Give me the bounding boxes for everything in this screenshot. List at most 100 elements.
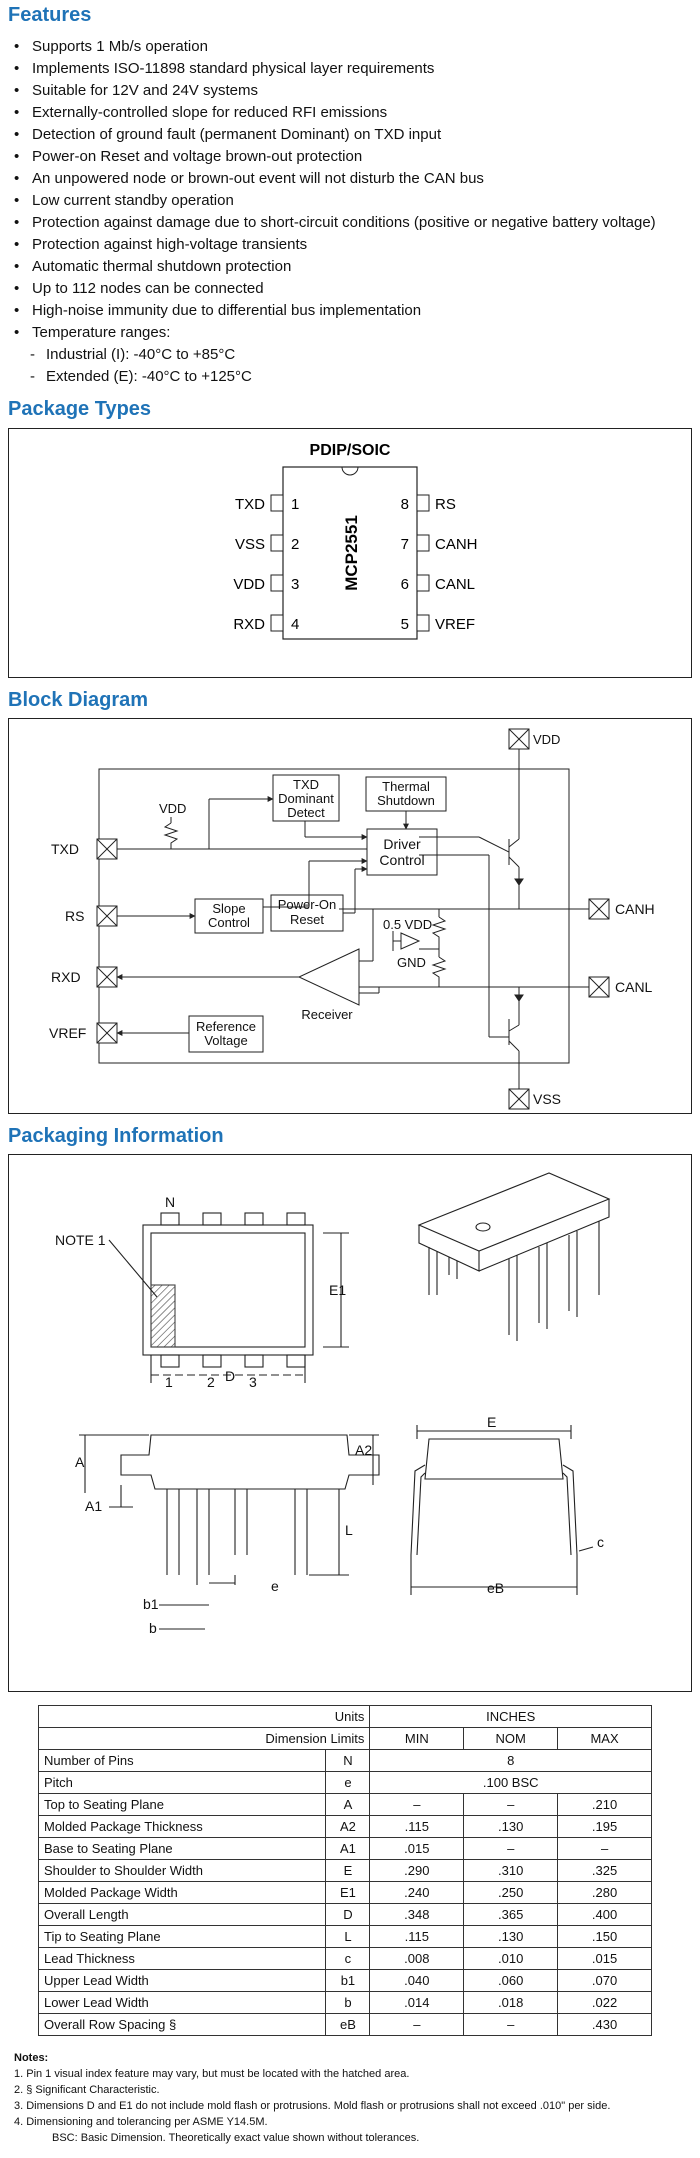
driver-control-label: Driver <box>383 836 421 852</box>
dim-symbol: e <box>325 1771 371 1794</box>
dim-max: .015 <box>557 1947 652 1970</box>
package-types-panel: PDIP/SOIC MCP2551 TXD VSS VDD RXD 1 2 3 … <box>8 428 692 678</box>
feature-item: Automatic thermal shutdown protection <box>14 256 694 278</box>
dim-symbol: A2 <box>325 1815 371 1838</box>
package-types-heading: Package Types <box>8 398 152 420</box>
dim-label-a1: A1 <box>85 1498 102 1514</box>
dim-value: .100 BSC <box>369 1771 652 1794</box>
note-item: 3. Dimensions D and E1 do not include mo… <box>14 2100 611 2112</box>
col-header-min: MIN <box>369 1727 465 1750</box>
table-row: Units INCHES <box>37 1705 652 1728</box>
thermal-shutdown-label: Shutdown <box>377 793 435 808</box>
dim-min: – <box>369 1793 465 1816</box>
txd-dominant-label: Detect <box>287 805 325 820</box>
dim-nom: .365 <box>463 1903 559 1926</box>
dim-label-l: L <box>345 1522 353 1538</box>
dim-label-d: D <box>225 1368 235 1384</box>
dim-symbol: N <box>325 1749 371 1772</box>
dim-label-a2: A2 <box>355 1442 372 1458</box>
pin-name: RS <box>435 496 456 513</box>
txd-dominant-label: Dominant <box>278 791 334 806</box>
pin-2-label: 2 <box>207 1374 215 1390</box>
dim-max: – <box>557 1837 652 1860</box>
dim-symbol: b1 <box>325 1969 371 1992</box>
block-diagram: VDD VDD TXD RS RXD VREF CANH CANL VSS TX… <box>49 728 655 1110</box>
dim-nom: .310 <box>463 1859 559 1882</box>
dim-min: .348 <box>369 1903 465 1926</box>
table-row: Upper Lead Width b1 .040 .060 .070 <box>37 1969 652 1992</box>
chip-body <box>282 466 418 640</box>
rxd-pin-box <box>96 966 118 988</box>
dim-max: .325 <box>557 1859 652 1882</box>
table-row: Pitch e .100 BSC <box>37 1771 652 1794</box>
pin-name: RXD <box>233 616 265 633</box>
feature-item: Supports 1 Mb/s operation <box>14 36 694 58</box>
slope-control-label: Slope <box>212 901 245 916</box>
pin-name: TXD <box>235 496 265 513</box>
rxd-label: RXD <box>51 969 81 985</box>
dim-nom: .060 <box>463 1969 559 1992</box>
feature-item: Power-on Reset and voltage brown-out pro… <box>14 146 694 168</box>
dim-max: .022 <box>557 1991 652 2014</box>
dim-nom: – <box>463 1837 559 1860</box>
dim-min: .040 <box>369 1969 465 1992</box>
table-row: Lead Thickness c .008 .010 .015 <box>37 1947 652 1970</box>
feature-item: An unpowered node or brown-out event wil… <box>14 168 694 190</box>
pin-number: 2 <box>291 536 299 553</box>
canl-pin-box <box>588 976 610 998</box>
dim-symbol: eB <box>325 2013 371 2036</box>
dim-nom: – <box>463 1793 559 1816</box>
feature-item: Low current standby operation <box>14 190 694 212</box>
notes-title: Notes: <box>14 2052 49 2064</box>
vdd-inner-label: VDD <box>159 801 186 816</box>
rs-pin-box <box>96 905 118 927</box>
top-view-body <box>142 1224 314 1356</box>
dim-max: .210 <box>557 1793 652 1816</box>
slope-control-label: Control <box>208 915 250 930</box>
dim-label-b: b <box>149 1620 157 1636</box>
receiver-label: Receiver <box>301 1007 353 1022</box>
pin-1-label: 1 <box>165 1374 173 1390</box>
table-row: Tip to Seating Plane L .115 .130 .150 <box>37 1925 652 1948</box>
dim-nom: .010 <box>463 1947 559 1970</box>
pin-name: CANL <box>435 576 475 593</box>
feature-subitem: Industrial (I): -40°C to +85°C <box>14 344 694 366</box>
dim-name: Base to Seating Plane <box>37 1837 327 1860</box>
package-outline-drawing: N NOTE 1 E1 1 2 3 D E A A2 A1 L e b1 b c… <box>55 1172 611 1636</box>
pin-number: 3 <box>291 576 299 593</box>
canh-label: CANH <box>615 901 655 917</box>
packaging-heading: Packaging Information <box>8 1125 224 1147</box>
feature-item: Implements ISO-11898 standard physical l… <box>14 58 694 80</box>
block-diagram-panel: VDD VDD TXD RS RXD VREF CANH CANL VSS TX… <box>8 718 692 1114</box>
dim-symbol: L <box>325 1925 371 1948</box>
block-diagram-heading: Block Diagram <box>8 689 149 711</box>
pin-number: 7 <box>401 536 409 553</box>
reference-voltage-label: Reference <box>196 1019 256 1034</box>
dim-max: .195 <box>557 1815 652 1838</box>
end-view-body <box>424 1438 564 1480</box>
table-row: Molded Package Thickness A2 .115 .130 .1… <box>37 1815 652 1838</box>
pin-number: 4 <box>291 616 299 633</box>
dim-min: .014 <box>369 1991 465 2014</box>
feature-item: Externally-controlled slope for reduced … <box>14 102 694 124</box>
pin-3-label: 3 <box>249 1374 257 1390</box>
dim-nom: .130 <box>463 1815 559 1838</box>
feature-item: Up to 112 nodes can be connected <box>14 278 694 300</box>
vss-label: VSS <box>533 1091 561 1107</box>
dim-max: .070 <box>557 1969 652 1992</box>
dim-name: Shoulder to Shoulder Width <box>37 1859 327 1882</box>
dim-name: Pitch <box>37 1771 327 1794</box>
chip-label: MCP2551 <box>342 515 361 591</box>
dim-min: .015 <box>369 1837 465 1860</box>
table-row: Overall Length D .348 .365 .400 <box>37 1903 652 1926</box>
dim-symbol: E1 <box>325 1881 371 1904</box>
note1-label: NOTE 1 <box>55 1232 106 1248</box>
pinout-diagram: PDIP/SOIC MCP2551 TXD VSS VDD RXD 1 2 3 … <box>233 442 478 640</box>
dim-name: Upper Lead Width <box>37 1969 327 1992</box>
txd-dominant-label: TXD <box>293 777 319 792</box>
note-item: 1. Pin 1 visual index feature may vary, … <box>14 2068 410 2080</box>
feature-item: Suitable for 12V and 24V systems <box>14 80 694 102</box>
dim-label-b1: b1 <box>143 1596 159 1612</box>
dim-symbol: b <box>325 1991 371 2014</box>
vdd-pin-box <box>508 728 530 750</box>
